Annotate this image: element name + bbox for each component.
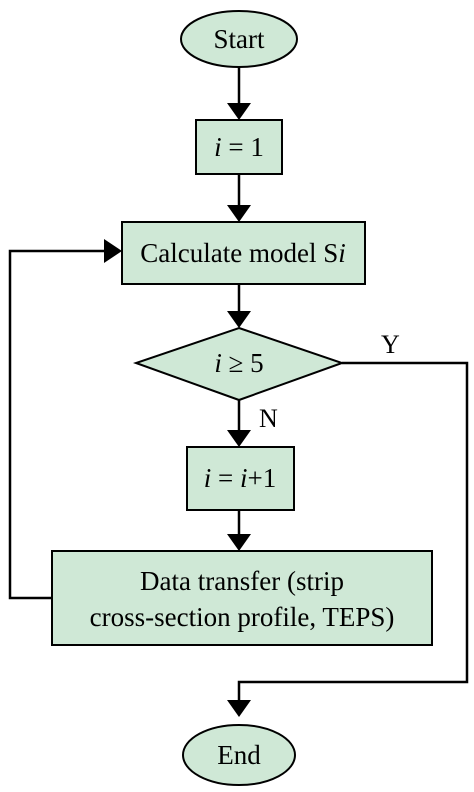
transfer-node: [51, 550, 433, 646]
arrow-head-increment: [227, 430, 251, 447]
start-node: [180, 10, 298, 68]
increment-label: i = i+1: [204, 463, 277, 493]
calculate-label: Calculate model Si: [140, 238, 345, 268]
yes-label: Y: [381, 330, 400, 359]
end-label: End: [217, 740, 261, 770]
edge-loop-back: [8, 249, 106, 600]
arrow-head-loop: [104, 239, 122, 263]
arrow-head-end: [227, 700, 251, 717]
arrow-head-calculate: [227, 205, 251, 222]
edges: Y N: [8, 66, 469, 717]
decision-node: [132, 326, 346, 402]
init-label: i = 1: [214, 132, 264, 162]
transfer-label-line2: cross-section profile, TEPS): [90, 602, 395, 632]
transfer-label-line1: Data transfer (strip: [140, 566, 344, 596]
start-label: Start: [214, 24, 265, 54]
increment-node: [186, 446, 295, 511]
arrow-head-transfer: [227, 534, 251, 551]
nodes: Start i = 1 Calculate model Si i ≥ 5 i =…: [51, 10, 433, 786]
edge-yes-to-end: [237, 361, 469, 702]
init-node: [195, 119, 283, 175]
no-label: N: [259, 404, 278, 433]
decision-label: i ≥ 5: [214, 348, 263, 378]
arrow-head-decision: [227, 311, 251, 328]
end-node: [182, 724, 296, 786]
calculate-node: [121, 221, 366, 285]
arrow-head-init: [227, 103, 251, 120]
